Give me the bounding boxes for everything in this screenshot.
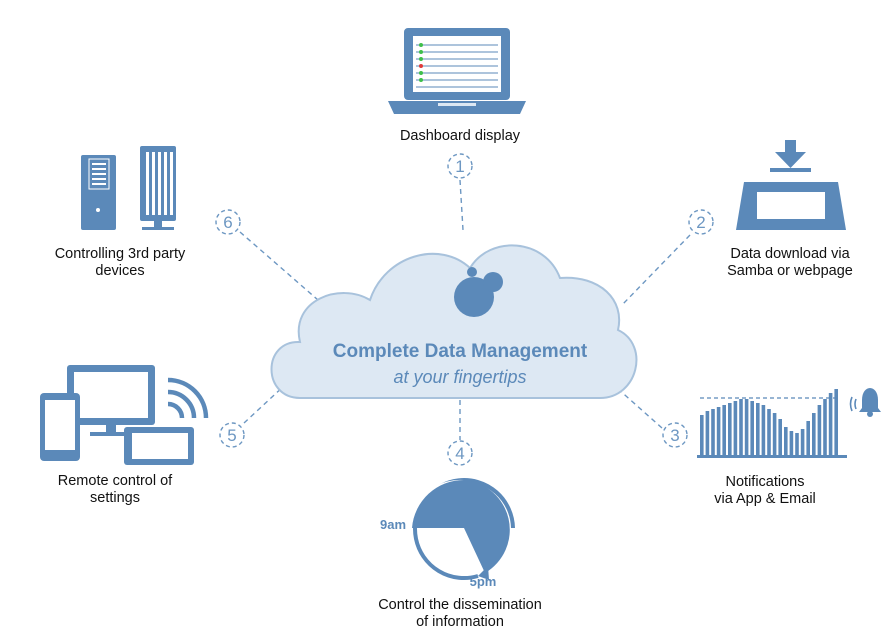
label-notifications-line1: Notifications	[725, 474, 805, 490]
chart-icon-bar	[733, 401, 738, 455]
badge-5: 5	[219, 422, 245, 448]
start-time-label: 9am	[380, 517, 406, 532]
chart-icon-bar	[812, 413, 816, 455]
bar-chart-bell-icon	[697, 388, 881, 458]
connector-lines	[239, 179, 691, 440]
label-data-download: Data download via Samba or webpage	[700, 246, 880, 280]
label-dashboard-text: Dashboard display	[399, 128, 521, 144]
chart-icon-bar	[756, 403, 760, 455]
devices-wifi-icon	[40, 365, 209, 465]
connector-5	[243, 384, 286, 424]
label-dissemination-line2: of information	[416, 614, 504, 630]
label-dissemination-line1: Control the dissemination	[378, 597, 542, 613]
badge-2: 2	[688, 209, 714, 235]
chart-icon-bar	[739, 399, 743, 455]
bell-icon	[849, 388, 881, 417]
badge-1: 1	[447, 153, 473, 179]
label-remote-control-line1: Remote control of	[57, 473, 173, 489]
center-subtitle: at your fingertips	[393, 367, 526, 387]
cloud-icon	[270, 244, 638, 399]
label-dissemination: Control the dissemination of information	[330, 597, 590, 631]
badge-6-number: 6	[223, 213, 232, 232]
badge-4-number: 4	[455, 444, 464, 463]
label-3rd-party: Controlling 3rd party devices	[30, 246, 210, 280]
tower-devices-icon	[81, 146, 176, 230]
chart-icon-bar	[795, 433, 799, 455]
chart-icon-bar	[711, 409, 715, 455]
badge-3-number: 3	[670, 426, 679, 445]
label-data-download-line1: Data download via	[730, 246, 850, 262]
chart-icon-bar	[722, 405, 726, 455]
label-notifications-line2: via App & Email	[714, 491, 816, 507]
chart-icon-bar	[828, 393, 833, 455]
label-notifications: Notifications via App & Email	[680, 474, 850, 508]
label-3rd-party-line1: Controlling 3rd party	[54, 246, 186, 262]
label-3rd-party-line2: devices	[95, 263, 145, 279]
badge-6: 6	[215, 209, 241, 235]
bars	[700, 389, 838, 455]
label-remote-control-line2: settings	[90, 490, 140, 506]
chart-icon-bar	[834, 389, 838, 455]
chart-icon-bar	[806, 421, 810, 455]
center-title: Complete Data Management	[333, 341, 588, 362]
clock-schedule-icon: 9am 5pm	[380, 478, 515, 589]
number-badges: 1 2 3 4 5 6	[215, 153, 714, 466]
chart-icon-bar	[728, 403, 732, 455]
label-data-download-line2: Samba or webpage	[727, 263, 853, 279]
download-tray-icon	[736, 140, 846, 230]
label-dashboard: Dashboard display	[360, 128, 560, 145]
connector-6	[239, 231, 319, 301]
chart-icon-bar	[744, 399, 749, 455]
connector-2	[621, 234, 691, 306]
chart-icon-bar	[817, 405, 822, 455]
badge-5-number: 5	[227, 426, 236, 445]
chart-icon-bar	[705, 411, 710, 455]
chart-icon-bar	[772, 413, 777, 455]
chart-icon-bar	[700, 415, 704, 455]
logo-icon	[454, 267, 503, 317]
laptop-icon	[388, 28, 526, 114]
badge-2-number: 2	[696, 213, 705, 232]
chart-icon-bar	[750, 401, 754, 455]
chart-icon-bar	[789, 431, 794, 455]
label-remote-control: Remote control of settings	[25, 473, 205, 507]
chart-icon-bar	[823, 399, 827, 455]
connector-3	[607, 379, 663, 429]
end-time-label: 5pm	[470, 574, 497, 589]
chart-icon-bar	[778, 419, 782, 455]
chart-icon-bar	[767, 409, 771, 455]
chart-icon-bar	[784, 427, 788, 455]
chart-icon-bar	[800, 429, 805, 455]
badge-4: 4	[447, 440, 473, 466]
connector-1	[459, 179, 464, 231]
chart-icon-bar	[716, 407, 721, 455]
chart-icon-bar	[761, 405, 766, 455]
badge-3: 3	[662, 422, 688, 448]
badge-1-number: 1	[455, 157, 464, 176]
